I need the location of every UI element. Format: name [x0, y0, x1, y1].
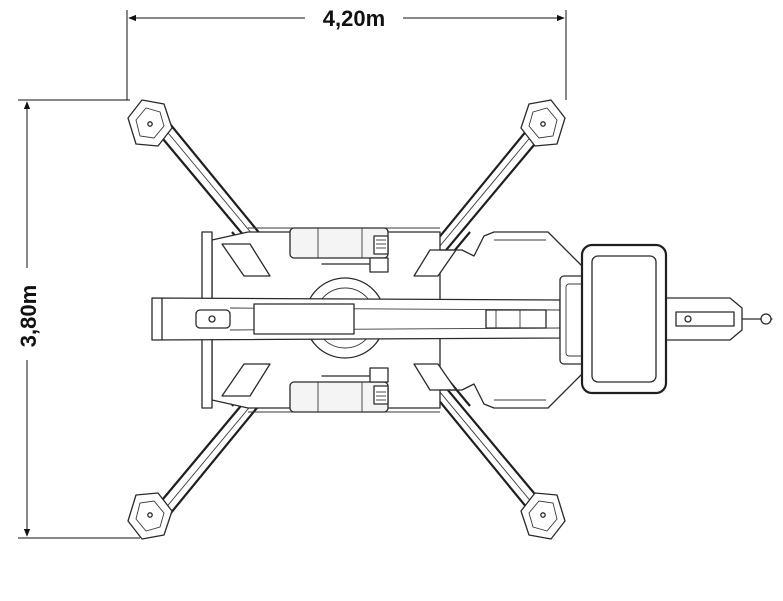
outrigger-pad-rear-left — [127, 492, 173, 540]
depth-dimension: 3,80m — [16, 99, 140, 539]
platform-basket — [559, 243, 668, 395]
track-bottom — [289, 367, 389, 413]
depth-dimension-label: 3,80m — [16, 285, 41, 347]
outrigger-pad-rear-right — [520, 492, 566, 540]
outrigger-pad-front-right — [520, 99, 566, 147]
outrigger-pad-front-left — [127, 99, 173, 147]
boom-side-rails — [439, 231, 585, 409]
width-dimension: 4,20m — [126, 6, 567, 100]
boom — [151, 297, 773, 341]
width-dimension-label: 4,20m — [323, 6, 385, 31]
track-top — [289, 227, 389, 273]
